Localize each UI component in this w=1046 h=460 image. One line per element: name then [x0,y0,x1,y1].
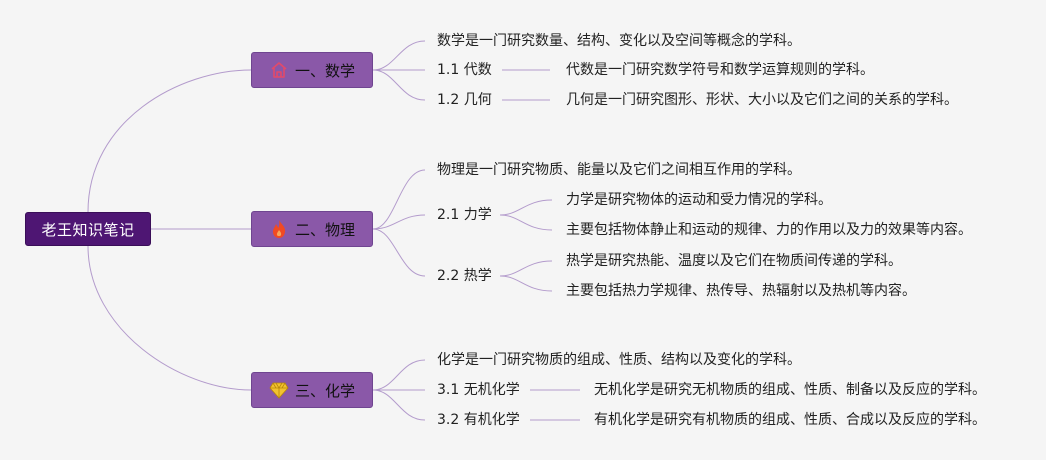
leaf-text: 力学是研究物体的运动和受力情况的学科。 [566,192,832,208]
branch-label: 一、数学 [294,61,355,80]
sub-label[interactable]: 3.1 无机化学 [437,382,520,398]
branch-physics[interactable]: 二、物理 [251,211,373,247]
root-node[interactable]: 老王知识笔记 [25,212,151,246]
intro-text: 数学是一门研究数量、结构、变化以及空间等概念的学科。 [437,33,801,49]
leaf-text: 有机化学是研究有机物质的组成、性质、合成以及反应的学科。 [594,412,986,428]
root-label: 老王知识笔记 [41,220,135,239]
flame-icon [269,219,289,239]
leaf-text: 无机化学是研究无机物质的组成、性质、制备以及反应的学科。 [594,382,986,398]
leaf-text: 几何是一门研究图形、形状、大小以及它们之间的关系的学科。 [566,92,958,108]
sub-label[interactable]: 1.2 几何 [437,92,492,108]
diamond-icon [269,380,289,400]
leaf-text: 主要包括热力学规律、热传导、热辐射以及热机等内容。 [566,283,916,299]
intro-text: 化学是一门研究物质的组成、性质、结构以及变化的学科。 [437,352,801,368]
sub-label[interactable]: 1.1 代数 [437,62,492,78]
branch-label: 二、物理 [294,220,355,239]
link-root-math [87,69,252,213]
branch-math[interactable]: 一、数学 [251,52,373,88]
link-root-chem [87,245,252,391]
branch-chemistry[interactable]: 三、化学 [251,372,373,408]
intro-text: 物理是一门研究物质、能量以及它们之间相互作用的学科。 [437,162,801,178]
sub-label[interactable]: 2.1 力学 [437,207,492,223]
sub-label[interactable]: 3.2 有机化学 [437,412,520,428]
leaf-text: 代数是一门研究数学符号和数学运算规则的学科。 [566,62,874,78]
house-icon [269,60,289,80]
leaf-text: 热学是研究热能、温度以及它们在物质间传递的学科。 [566,253,902,269]
sub-label[interactable]: 2.2 热学 [437,268,492,284]
branch-label: 三、化学 [294,381,355,400]
leaf-text: 主要包括物体静止和运动的规律、力的作用以及力的效果等内容。 [566,222,972,238]
